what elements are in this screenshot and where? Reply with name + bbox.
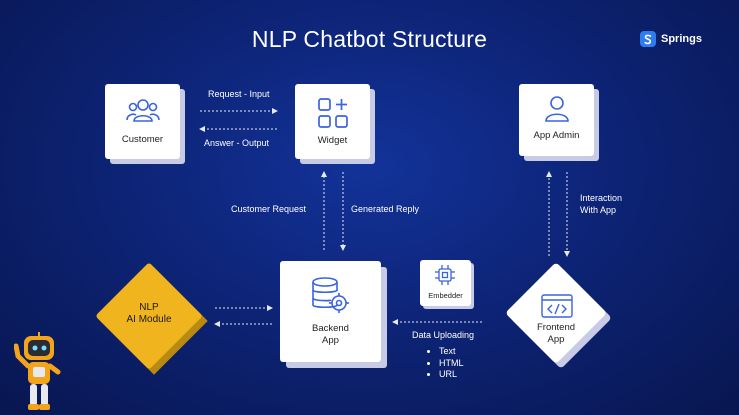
- frontend-app-node[interactable]: Frontend App: [505, 262, 612, 369]
- data-item-html: HTML: [439, 358, 464, 370]
- page-title: NLP Chatbot Structure: [251, 26, 488, 52]
- app-admin-node[interactable]: App Admin: [519, 84, 594, 156]
- widget-node[interactable]: Widget: [295, 84, 370, 159]
- brand-name: Springs: [661, 33, 702, 45]
- edge-label-interaction-line1: Interaction: [580, 193, 623, 203]
- code-window-icon: [541, 294, 573, 318]
- app-admin-label: App Admin: [533, 130, 580, 141]
- frontend-label: Frontend App: [505, 322, 607, 346]
- nlp-label-line2: AI Module: [126, 314, 172, 325]
- backend-label: Backend App: [280, 323, 381, 347]
- backend-label-line2: App: [322, 335, 339, 346]
- frontend-label-line2: App: [547, 334, 565, 345]
- robot-mascot-icon: [14, 332, 61, 410]
- springs-logo-icon: [640, 31, 656, 47]
- brand-logo[interactable]: Springs: [640, 31, 702, 47]
- grid-plus-icon: [318, 98, 348, 128]
- edge-label-interaction-line2: With App: [580, 205, 617, 215]
- edge-label-generated-reply: Generated Reply: [351, 204, 420, 214]
- frontend-label-line1: Frontend: [536, 322, 576, 333]
- data-item-text: Text: [439, 346, 464, 358]
- nlp-label: NLP AI Module: [95, 302, 203, 326]
- users-icon: [126, 99, 160, 122]
- embedder-label: Embedder: [428, 291, 463, 300]
- backend-app-node[interactable]: Backend App: [280, 261, 381, 362]
- user-icon: [545, 96, 569, 122]
- customer-label: Customer: [121, 134, 164, 145]
- data-item-url: URL: [439, 369, 464, 381]
- edge-label-customer-request: Customer Request: [231, 204, 307, 214]
- data-upload-list: Text HTML URL: [427, 346, 464, 381]
- backend-label-line1: Backend: [312, 323, 349, 334]
- chip-icon: [435, 265, 455, 285]
- customer-node[interactable]: Customer: [105, 84, 180, 159]
- edge-label-answer-output: Answer - Output: [204, 138, 270, 148]
- edge-label-request-input: Request - Input: [208, 89, 270, 99]
- nlp-ai-module-node[interactable]: NLP AI Module: [95, 262, 208, 375]
- nlp-label-line1: NLP: [139, 302, 159, 313]
- widget-label: Widget: [317, 135, 348, 146]
- database-gear-icon: [312, 277, 349, 313]
- embedder-node[interactable]: Embedder: [420, 260, 471, 306]
- edge-label-data-uploading: Data Uploading: [412, 330, 475, 340]
